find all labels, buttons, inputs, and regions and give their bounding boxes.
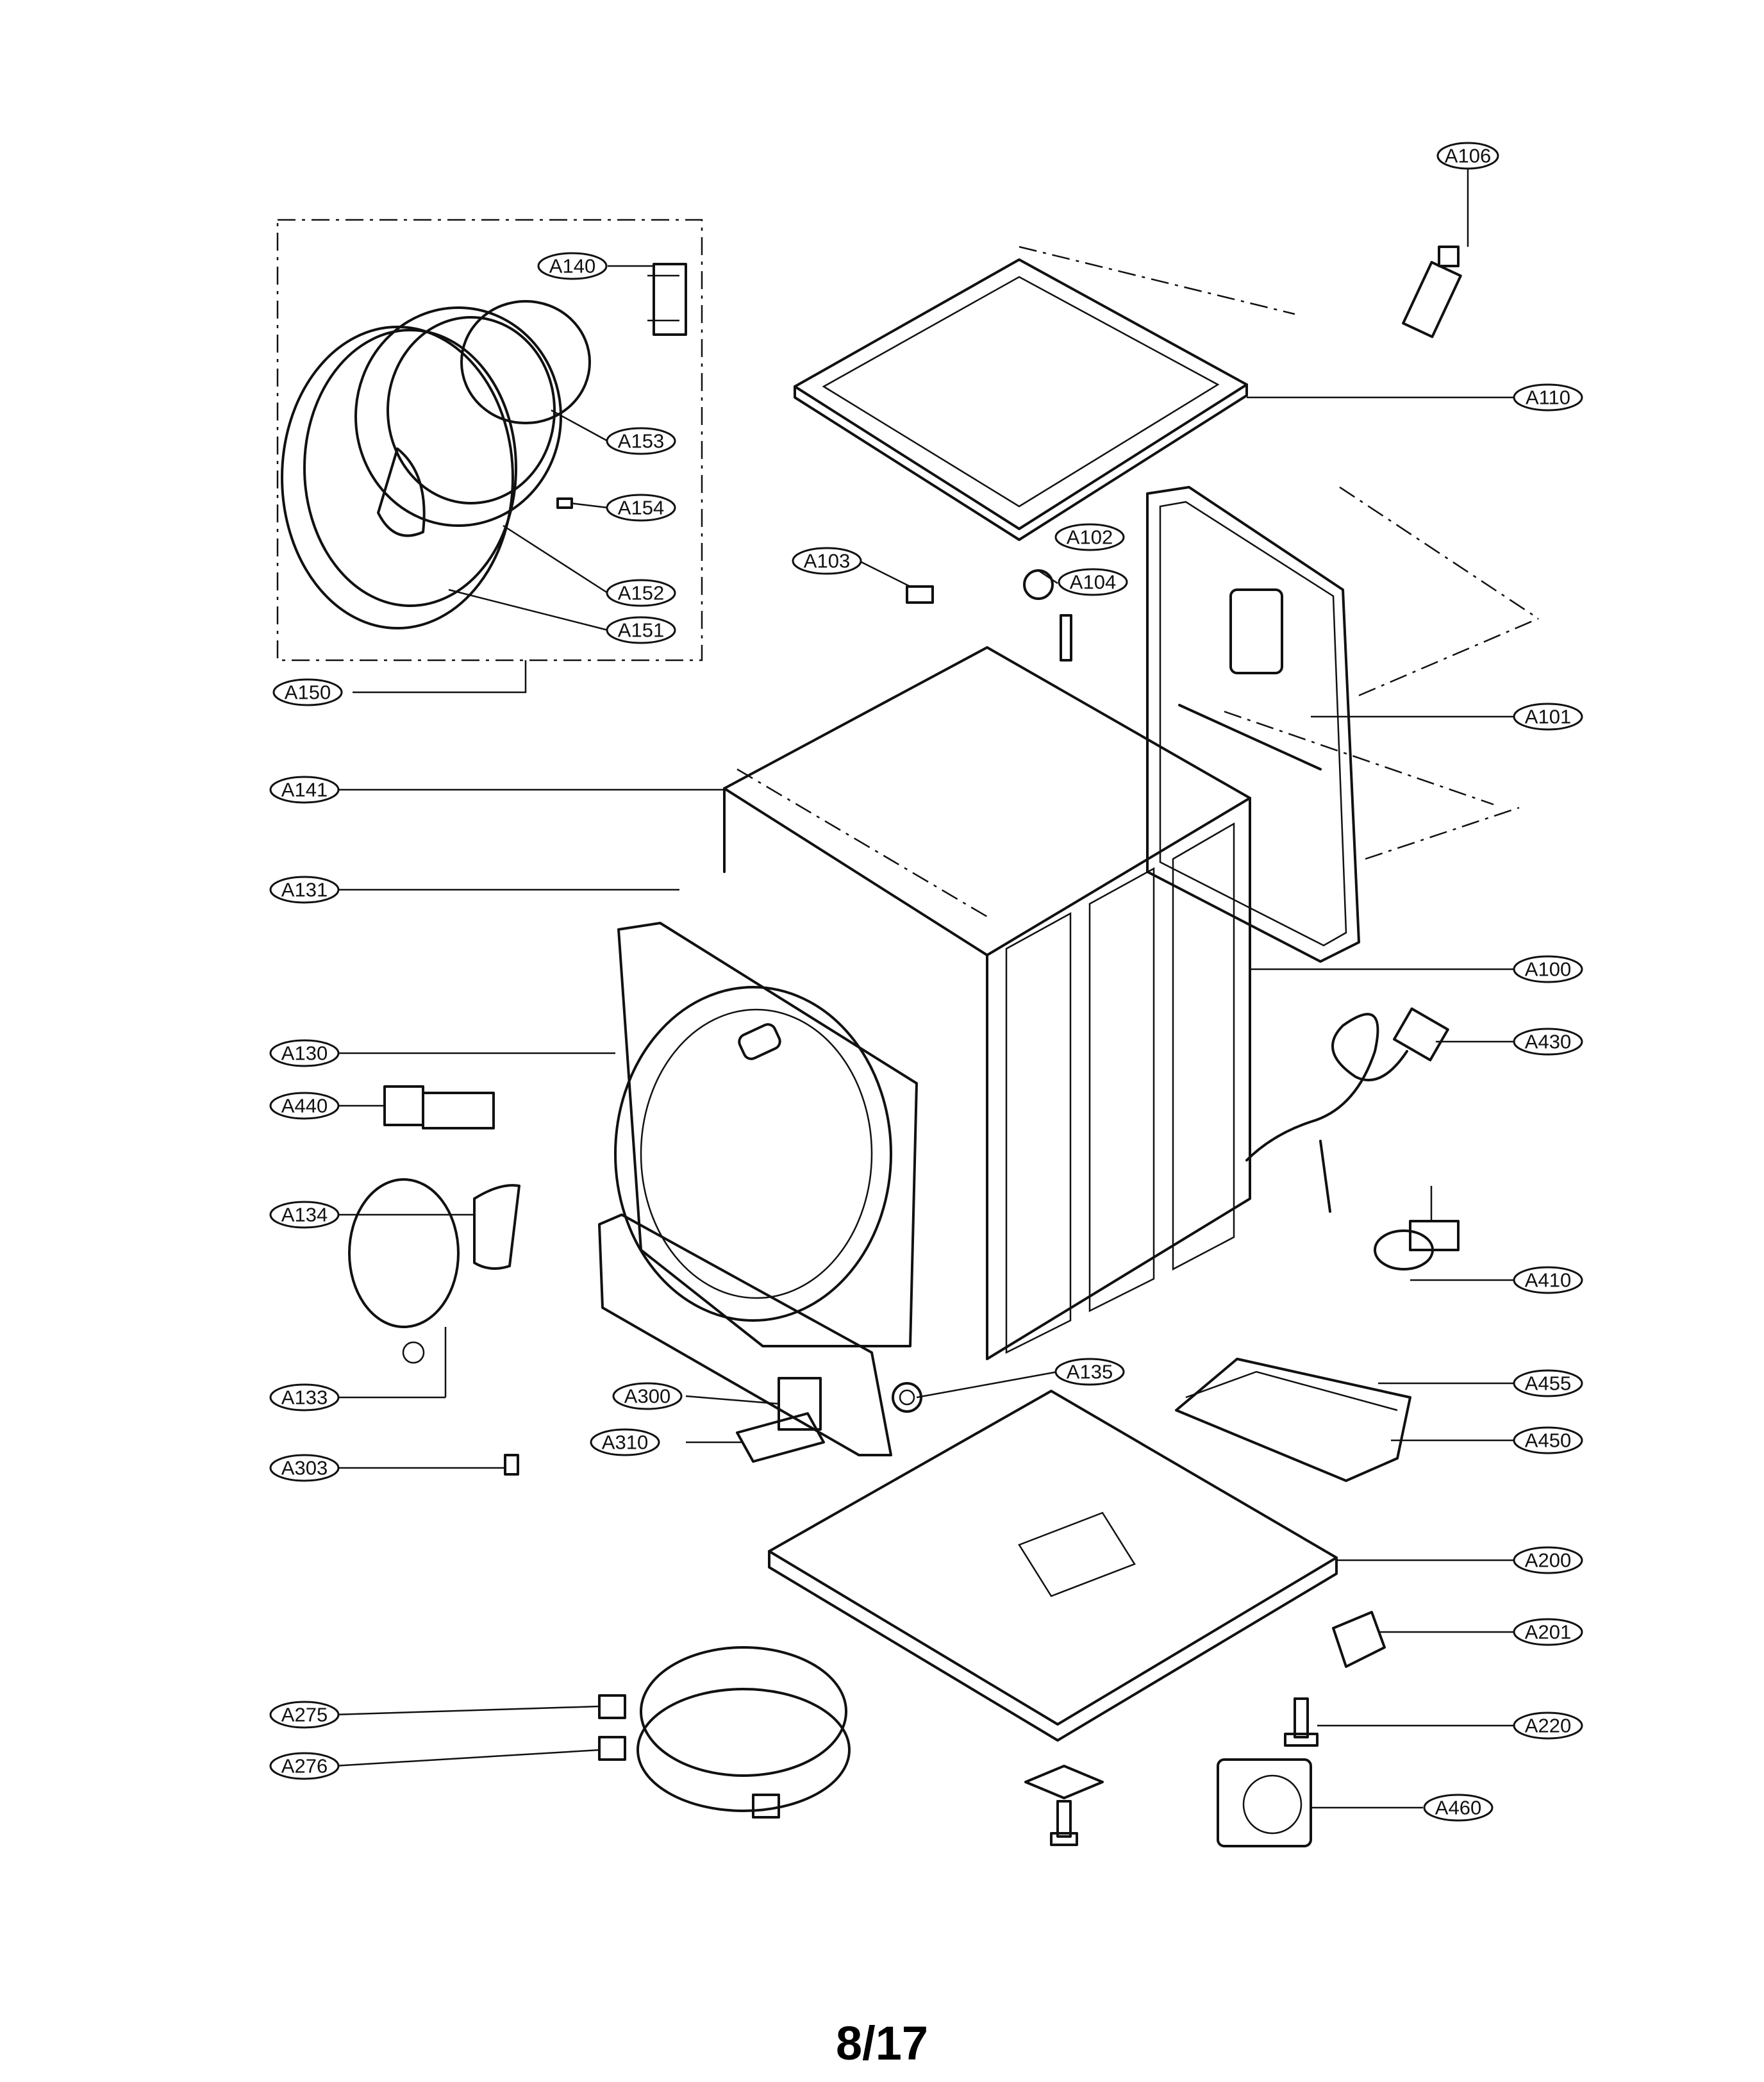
callouts: A106 A140 A110 A153 A154 A152 A151 A150 … [269,142,1583,1822]
svg-text:A134: A134 [281,1204,328,1226]
callout-A106: A106 [1436,142,1499,170]
svg-text:A153: A153 [618,430,664,453]
svg-text:A140: A140 [549,255,595,278]
small-parts-top [906,569,1072,662]
svg-text:A103: A103 [804,550,850,572]
clamp-piece [473,1184,520,1270]
pressure-switch [1374,1186,1460,1270]
callout-A303: A303 [269,1454,340,1482]
callout-A200: A200 [1513,1546,1583,1574]
callout-A133: A133 [269,1383,340,1412]
callout-A440: A440 [269,1092,340,1120]
adjust-screw [504,1454,519,1476]
door-assembly [281,300,591,629]
callout-A153: A153 [606,427,676,455]
callout-A275: A275 [269,1701,340,1729]
svg-text:A410: A410 [1525,1269,1571,1292]
callout-A134: A134 [269,1201,340,1229]
svg-text:A200: A200 [1525,1549,1571,1572]
callout-A201: A201 [1513,1618,1583,1646]
svg-text:A300: A300 [624,1385,670,1408]
svg-text:A275: A275 [281,1704,328,1726]
base-bracket [1332,1611,1386,1668]
hinge-pin [556,497,573,509]
callout-A101: A101 [1513,703,1583,731]
svg-text:A201: A201 [1525,1621,1571,1644]
svg-text:A102: A102 [1067,526,1113,549]
svg-text:A450: A450 [1525,1429,1571,1452]
callout-A310: A310 [590,1428,660,1456]
svg-text:A430: A430 [1525,1031,1571,1053]
power-cord [1245,1007,1449,1213]
pcb-housing [1175,1358,1411,1482]
svg-text:A303: A303 [281,1457,328,1479]
svg-text:A310: A310 [602,1431,648,1454]
callout-A450: A450 [1513,1426,1583,1454]
top-plate [794,246,1295,541]
door-assembly-boundary [276,219,703,662]
svg-text:A152: A152 [618,582,664,604]
leveling-foot [1284,1697,1319,1747]
front-panel [614,922,918,1347]
pump-filter-housing [1217,1758,1312,1847]
svg-text:A455: A455 [1525,1372,1571,1395]
filter-cover [736,1412,825,1463]
svg-text:A276: A276 [281,1755,328,1778]
shock-absorber [1402,246,1462,338]
inlet-hose-1 [598,1646,847,1777]
svg-text:A133: A133 [281,1387,328,1409]
svg-text:A135: A135 [1067,1361,1113,1383]
drain-port [892,1382,922,1413]
svg-text:A104: A104 [1070,571,1116,594]
callout-A154: A154 [606,494,676,522]
svg-text:A150: A150 [285,681,331,704]
callout-A410: A410 [1513,1266,1583,1294]
callout-A300: A300 [612,1382,683,1410]
svg-text:A101: A101 [1525,706,1571,728]
leader-lines [333,167,1516,1809]
base [768,1390,1338,1742]
callout-A140: A140 [537,252,608,280]
svg-text:A110: A110 [1526,387,1570,409]
callout-A151: A151 [606,616,676,644]
svg-text:A460: A460 [1435,1797,1481,1819]
callout-A135: A135 [1054,1358,1125,1386]
cabinet [723,646,1251,1360]
callout-A276: A276 [269,1752,340,1780]
svg-text:A220: A220 [1525,1715,1571,1737]
leveling-foot-center [1024,1765,1104,1846]
callout-A460: A460 [1423,1794,1494,1822]
page-number: 8/17 [835,2017,929,2070]
door-hinge [647,263,687,336]
svg-text:A100: A100 [1525,958,1571,981]
door-latch [383,1085,495,1129]
callout-A152: A152 [606,579,676,607]
svg-text:A154: A154 [618,497,664,519]
clamp-ring [348,1178,460,1364]
callout-A455: A455 [1513,1369,1583,1397]
inlet-hose-2 [598,1688,851,1819]
svg-text:A141: A141 [281,779,328,801]
svg-text:A106: A106 [1445,145,1491,167]
callout-A141: A141 [269,776,340,804]
callout-A110: A110 [1513,383,1583,412]
svg-text:A440: A440 [281,1095,328,1117]
callout-A100: A100 [1513,955,1583,983]
callout-A130: A130 [269,1039,340,1067]
callout-A104: A104 [1058,568,1128,596]
callout-A150: A150 [272,678,343,706]
callout-A103: A103 [792,547,862,575]
callout-A220: A220 [1513,1711,1583,1740]
rear-cover [1146,486,1539,963]
callout-A430: A430 [1513,1028,1583,1056]
svg-text:A131: A131 [281,879,328,901]
callout-A131: A131 [269,876,340,904]
callout-A102: A102 [1054,523,1125,551]
svg-text:A130: A130 [281,1042,328,1065]
svg-text:A151: A151 [618,619,664,642]
